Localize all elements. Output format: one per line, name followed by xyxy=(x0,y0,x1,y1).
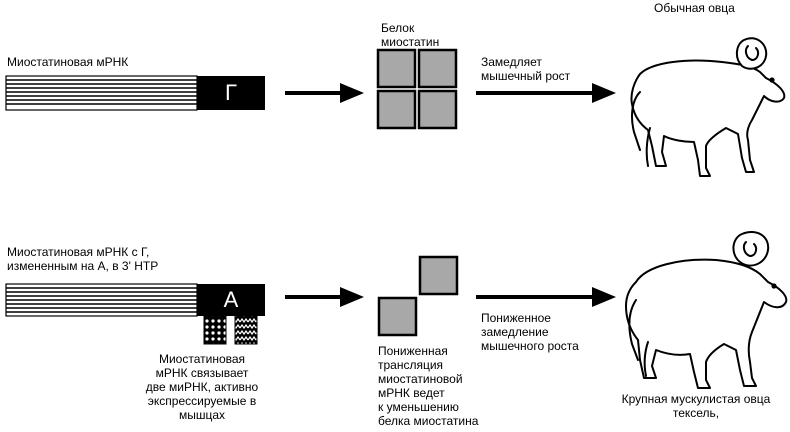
texel-sheep-line: тексель, xyxy=(672,406,720,420)
normal-sheep-icon xyxy=(630,37,786,177)
bottom-effect-line: мышечного роста xyxy=(481,339,579,353)
myostatin-protein-squares xyxy=(376,48,458,130)
mirna-description: Миостатиновая мРНК связывает две миРНК, … xyxy=(140,352,264,422)
top-mrna-letter: Г xyxy=(225,80,237,105)
protein-label-line2: миостатин xyxy=(381,35,440,49)
mirna-line: мышцах xyxy=(178,408,226,422)
bottom-arrow-1 xyxy=(285,287,364,307)
top-mrna-label: Миостатиновая мРНК xyxy=(7,55,129,69)
translation-description: Пониженная трансляция миостатиновой мРНК… xyxy=(378,344,478,428)
mirna-line: экспрессируемые в xyxy=(147,394,257,408)
translation-line: трансляция xyxy=(378,358,444,372)
bottom-mrna-label-line1: Миостатиновая мРНК с Г, xyxy=(7,245,150,259)
bottom-arrow-2 xyxy=(476,287,616,307)
texel-sheep-line: Крупная мускулистая овца xyxy=(621,392,771,406)
top-mrna-strip xyxy=(5,75,265,111)
translation-line: Пониженная xyxy=(378,344,448,358)
bottom-effect-description: Пониженное замедление мышечного роста xyxy=(481,311,579,353)
translation-line: к уменьшению xyxy=(378,400,459,414)
top-effect-line1: Замедляет xyxy=(481,55,542,69)
protein-label-line1: Белок xyxy=(381,21,415,35)
normal-sheep-label: Обычная овца xyxy=(654,1,735,15)
bottom-effect-line: замедление xyxy=(481,325,549,339)
bottom-mrna-letter: А xyxy=(223,287,239,312)
translation-line: миостатиновой xyxy=(378,372,463,386)
top-effect-line2: мышечный рост xyxy=(481,69,571,83)
bottom-mrna-strip xyxy=(5,283,265,317)
mirna-line: Миостатиновая xyxy=(158,352,246,366)
bottom-effect-line: Пониженное xyxy=(481,311,551,325)
translation-line: белка миостатина xyxy=(378,414,479,428)
mirna-dotted-block xyxy=(203,315,227,345)
top-arrow-1 xyxy=(285,83,364,103)
mirna-zigzag-block xyxy=(234,315,258,345)
texel-sheep-label: Крупная мускулистая овца тексель, xyxy=(606,392,786,420)
top-arrow-2 xyxy=(476,83,616,103)
translation-line: мРНК ведет xyxy=(378,386,445,400)
reduced-protein-square-1 xyxy=(418,255,459,296)
mirna-line: мРНК связывает xyxy=(155,366,249,380)
bottom-mrna-label-line2: измененным на А, в 3' НТР xyxy=(7,259,159,273)
mirna-line: две миРНК, активно xyxy=(145,380,259,394)
reduced-protein-square-2 xyxy=(377,296,418,337)
texel-sheep-icon xyxy=(625,231,788,389)
